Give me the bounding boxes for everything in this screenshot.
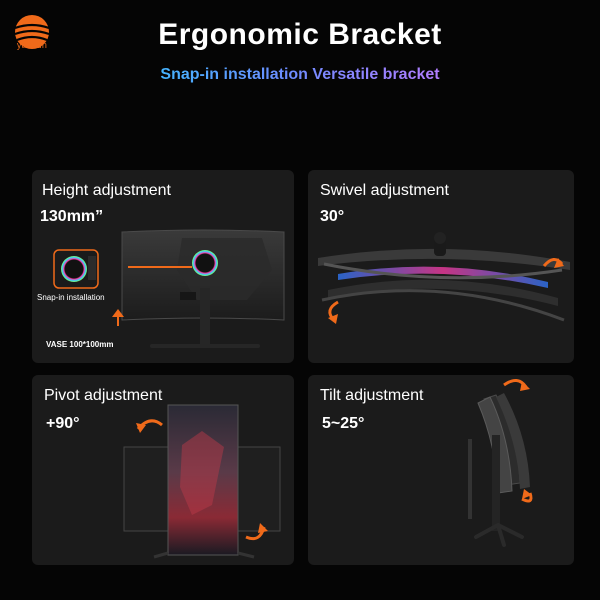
tilt-adjustment-value: 5~25° [322, 415, 365, 432]
page-title: Ergonomic Bracket [158, 18, 442, 51]
brand-logo-icon [14, 15, 50, 49]
pivot-adjustment-title: Pivot adjustment [44, 387, 163, 404]
tilt-adjustment-title: Tilt adjustment [320, 387, 424, 404]
snap-in-label: Snap-in installation [37, 293, 105, 302]
brand-name: yanxun [16, 40, 48, 50]
pivot-adjustment-value: +90° [46, 415, 80, 432]
page-subtitle: Snap-in installation Versatile bracket [160, 66, 440, 83]
vesa-label: VASE 100*100mm [46, 340, 114, 349]
height-adjustment-title: Height adjustment [42, 182, 171, 199]
height-adjustment-value: 130mm” [40, 208, 104, 225]
swivel-illustration [318, 232, 570, 324]
swivel-adjustment-card: Swivel adjustment 30° [308, 170, 574, 363]
pivot-illustration [123, 404, 281, 559]
up-arrow-icon [112, 309, 124, 317]
monitor-back-illustration [53, 229, 285, 348]
swivel-adjustment-title: Swivel adjustment [320, 182, 449, 199]
height-adjustment-card: Height adjustment 130mm” Sna [32, 170, 294, 363]
tilt-illustration [468, 379, 533, 547]
tilt-adjustment-card: Tilt adjustment 5~25° [308, 375, 574, 565]
swivel-adjustment-value: 30° [320, 208, 345, 225]
pivot-adjustment-card: Pivot adjustment +90° [32, 375, 294, 565]
